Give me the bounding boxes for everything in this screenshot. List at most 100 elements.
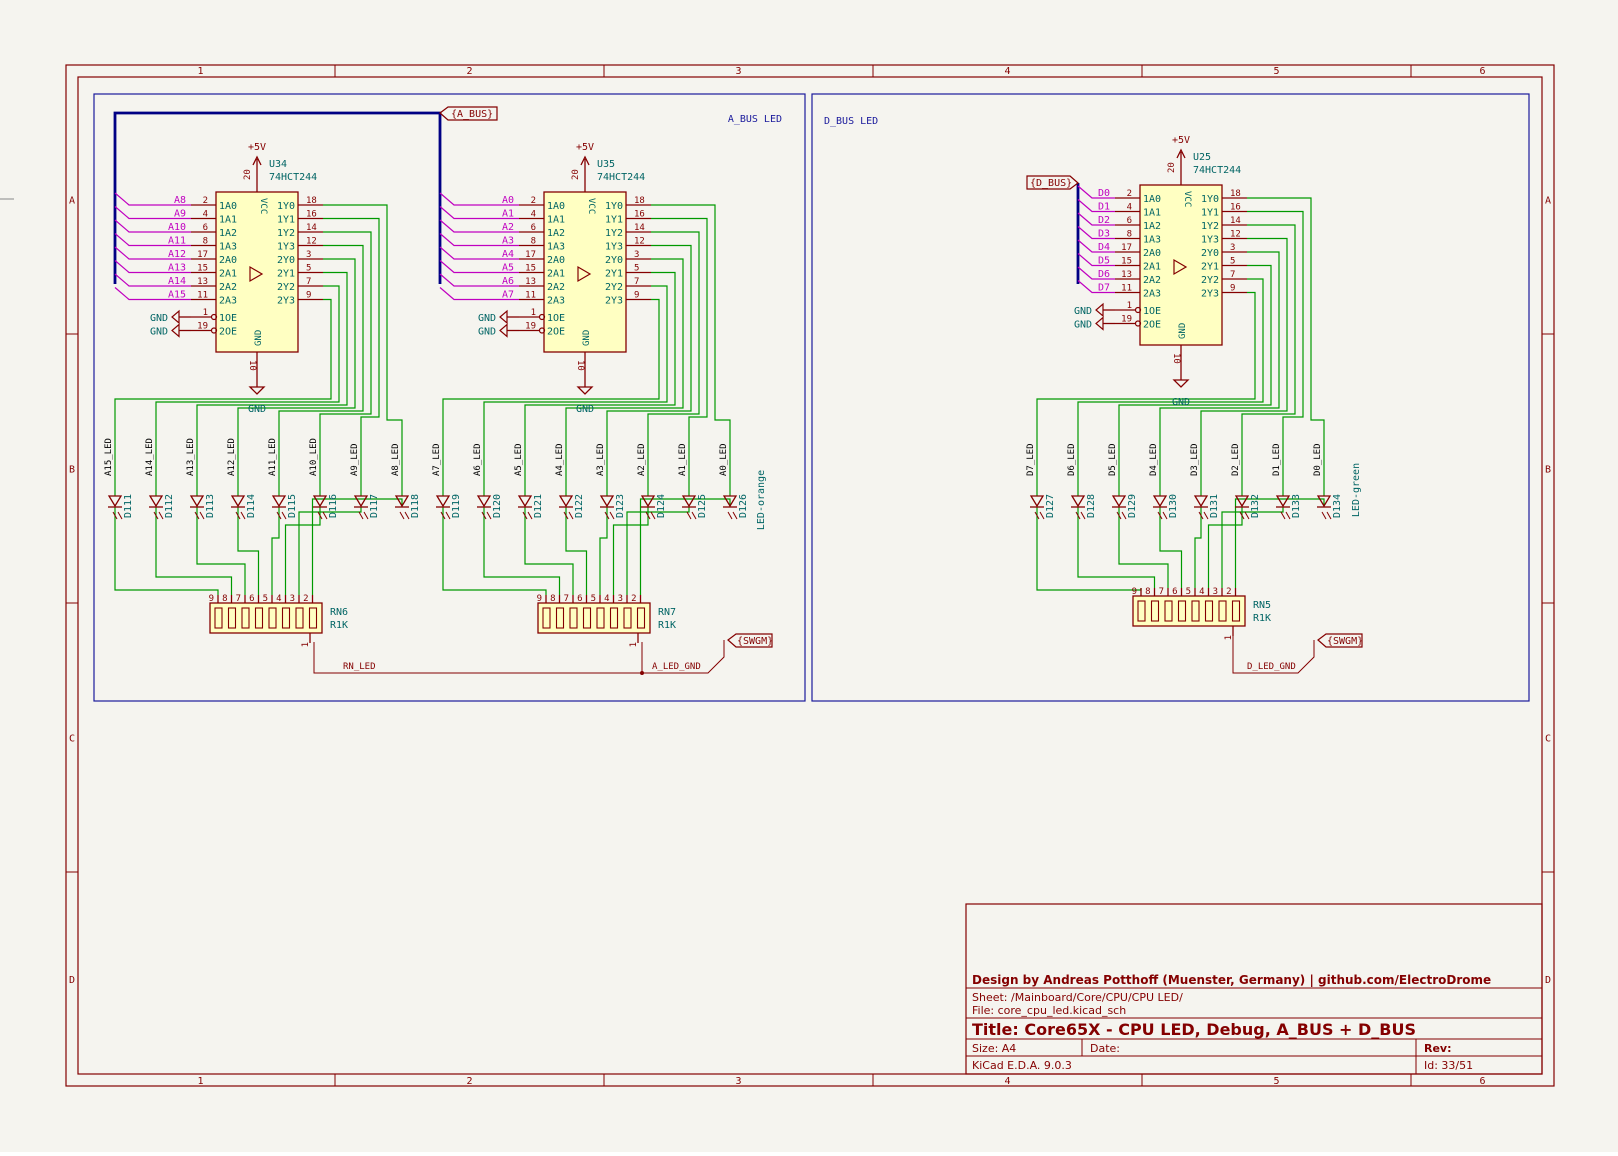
led-wire <box>651 217 708 496</box>
led-ray <box>1285 511 1291 520</box>
rn-pin-num: 5 <box>1186 587 1191 597</box>
input-net-label: A8 <box>174 195 186 206</box>
input-pin-name: 1A2 <box>1143 221 1161 232</box>
oe-pin-name: 1OE <box>219 313 237 324</box>
input-pin-name: 2A0 <box>1143 248 1161 259</box>
led-net-label: D2_LED <box>1231 443 1241 476</box>
led-wire <box>1247 210 1304 496</box>
gnd-label: GND <box>150 313 168 324</box>
outer-border <box>65 64 1555 1087</box>
led-wire <box>565 258 684 496</box>
led-ray <box>240 511 246 520</box>
rn-body <box>537 602 651 634</box>
led-symbol <box>189 495 205 508</box>
oe-pin-num: 19 <box>197 322 208 332</box>
column-label-bottom: 2 <box>466 1076 472 1087</box>
oe-bubble <box>1134 320 1142 327</box>
output-pin-num: 7 <box>1230 270 1235 280</box>
input-wire <box>114 287 191 301</box>
input-pin-name: 1A3 <box>1143 235 1161 246</box>
a-bus-frame <box>93 93 806 702</box>
input-net-label: A13 <box>168 263 186 274</box>
input-pin-name: 1A1 <box>219 215 237 226</box>
input-net-label: A4 <box>502 249 514 260</box>
gnd-pin-num: 10 <box>1171 353 1181 364</box>
input-pin-name: 2A0 <box>547 255 565 266</box>
rn-ref: RN5 <box>1253 600 1271 611</box>
oe-pin-num: 1 <box>531 308 536 318</box>
led-net-label: A4_LED <box>555 443 565 476</box>
input-wire <box>114 246 191 260</box>
input-wire <box>439 287 519 301</box>
output-pin-num: 16 <box>306 210 317 220</box>
vcc-pin-num: 20 <box>571 169 581 180</box>
led-ref: D116 <box>328 494 339 518</box>
led-ray <box>199 511 205 520</box>
oe-pin-name: 2OE <box>219 327 237 338</box>
row-label-right: D <box>1545 975 1551 986</box>
led-symbol <box>1111 495 1127 508</box>
rn-common-num: 1 <box>629 642 639 647</box>
oe-bubble <box>210 327 218 334</box>
input-pin-num: 15 <box>197 264 208 274</box>
input-wire <box>439 206 519 220</box>
rn-resistor <box>596 607 605 629</box>
led-ray <box>194 511 200 520</box>
rn-resistor <box>308 607 318 629</box>
led-ray <box>691 511 697 520</box>
d-bus-label: {D_BUS} <box>1030 178 1072 189</box>
gnd-label: GND <box>576 404 594 415</box>
led-symbol <box>1275 495 1291 508</box>
input-wire <box>439 246 519 260</box>
led-net-label: A2_LED <box>637 443 647 476</box>
vcc-pin-name: VCC <box>586 198 596 214</box>
tb-file: File: core_cpu_led.kicad_sch <box>972 1004 1126 1017</box>
led-ref: D131 <box>1209 494 1220 518</box>
input-wire <box>114 192 191 206</box>
led-wire <box>319 231 372 496</box>
gnd-pin-num: 10 <box>247 360 257 371</box>
rn-pin-num: 9 <box>1132 587 1137 597</box>
led-symbol <box>640 495 656 508</box>
led-wire <box>442 298 660 496</box>
led-ray <box>1244 511 1250 520</box>
input-wire <box>1077 199 1115 213</box>
rn-resistor <box>1231 600 1241 622</box>
output-pin-name: 1Y0 <box>1201 194 1219 205</box>
gnd-label: GND <box>1074 306 1092 317</box>
rn-pin-num: 4 <box>276 594 281 604</box>
led-ray <box>1039 511 1045 520</box>
output-pin-name: 2Y2 <box>1201 275 1219 286</box>
rn-resistor <box>1150 600 1160 622</box>
input-net-label: A15 <box>168 290 186 301</box>
swgm-label-box <box>727 633 773 648</box>
led-ray <box>322 511 328 520</box>
led-net-label: A7_LED <box>432 443 442 476</box>
input-pin-num: 15 <box>525 264 536 274</box>
input-net-label: D6 <box>1098 269 1110 280</box>
input-pin-num: 17 <box>525 250 536 260</box>
rn-resistor <box>582 607 592 629</box>
rn-resistor <box>281 607 291 629</box>
rn-wire <box>524 507 574 595</box>
row-label-right: C <box>1545 734 1551 745</box>
vcc-label: +5V <box>248 142 266 153</box>
tb-date: Date: <box>1090 1042 1120 1055</box>
input-wire <box>114 206 191 220</box>
input-pin-name: 1A2 <box>219 228 237 239</box>
led-wire <box>114 298 332 496</box>
led-ray <box>281 511 287 520</box>
column-label-top: 5 <box>1273 66 1279 77</box>
led-net-label: A15_LED <box>104 438 114 476</box>
row-label-left: C <box>69 734 75 745</box>
rn-resistor <box>542 607 551 629</box>
output-pin-num: 5 <box>634 264 639 274</box>
output-pin-name: 2Y0 <box>277 255 295 266</box>
led-net-label: D3_LED <box>1190 443 1200 476</box>
output-pin-name: 2Y1 <box>1201 262 1219 273</box>
rn-pin-num: 3 <box>290 594 295 604</box>
rn-pin-num: 5 <box>263 594 268 604</box>
rn-wire <box>155 507 233 595</box>
led-ray <box>732 511 738 520</box>
rn-led-wire <box>313 642 643 674</box>
